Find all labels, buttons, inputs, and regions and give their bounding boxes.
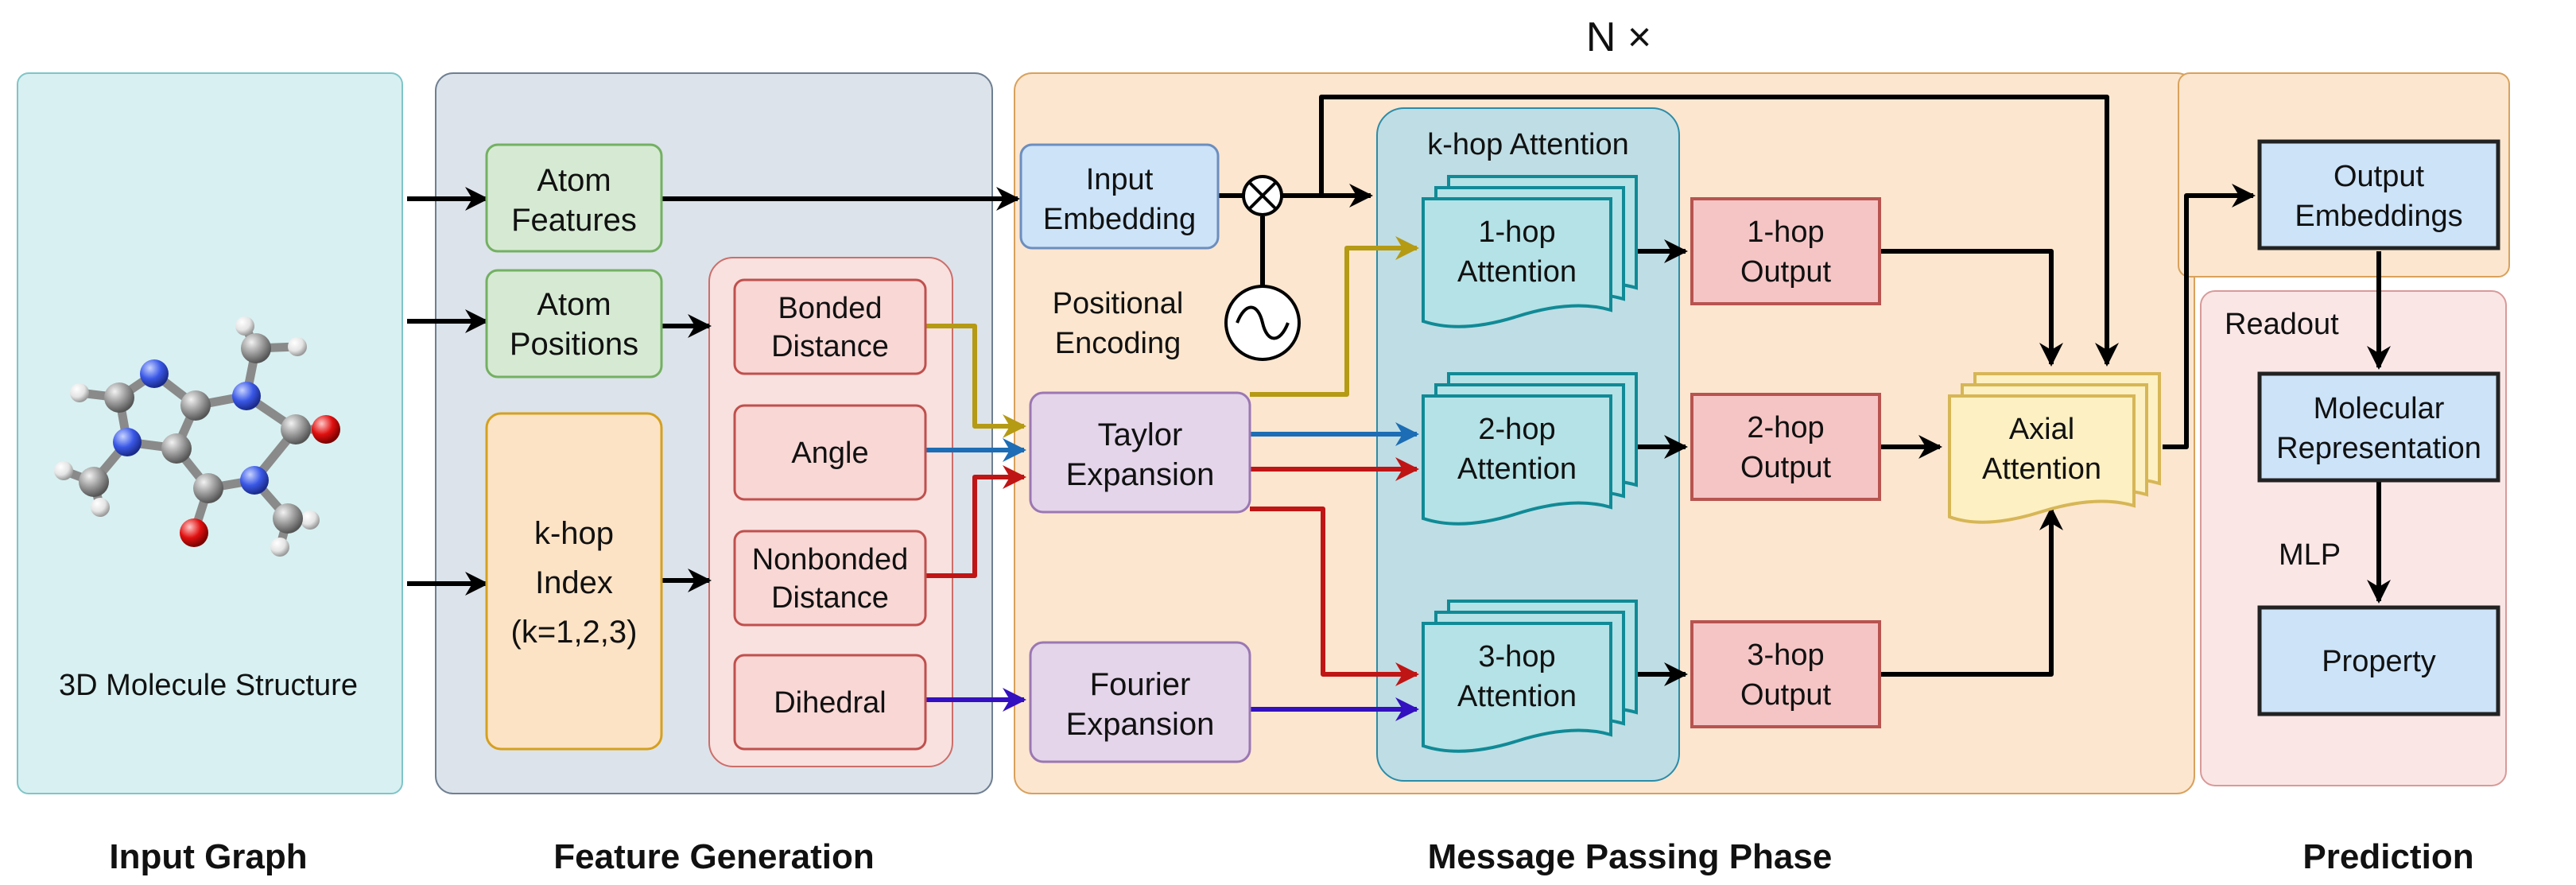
svg-text:1-hop: 1-hop xyxy=(1747,215,1824,249)
positional-encoding-label: Positional Encoding xyxy=(1053,287,1184,360)
svg-text:2-hop: 2-hop xyxy=(1747,411,1824,444)
property-box: Property xyxy=(2257,605,2500,716)
svg-text:1-hop: 1-hop xyxy=(1478,215,1555,249)
atom-positions-box: Atom Positions xyxy=(485,269,663,378)
arrow-axial-to-output-embeddings xyxy=(2163,184,2256,449)
readout-label: Readout xyxy=(2225,308,2339,341)
hop3-attention-box: 3-hop Attention xyxy=(1422,600,1638,753)
svg-text:Nonbonded: Nonbonded xyxy=(752,543,909,576)
svg-text:Expansion: Expansion xyxy=(1066,457,1215,492)
hop2-output-box: 2-hop Output xyxy=(1690,393,1881,501)
angle-box: Angle xyxy=(733,404,927,501)
fourier-expansion-box: Fourier Expansion xyxy=(1029,641,1251,763)
svg-text:Atom: Atom xyxy=(537,163,611,198)
svg-text:Embedding: Embedding xyxy=(1043,203,1196,236)
svg-text:Fourier: Fourier xyxy=(1090,667,1191,702)
svg-text:Features: Features xyxy=(511,203,637,238)
arrow-bonded-to-taylor xyxy=(925,324,1026,438)
svg-text:Molecular: Molecular xyxy=(2314,392,2445,425)
arrow-skip-to-axial xyxy=(1319,95,2119,367)
mlp-label: MLP xyxy=(2279,538,2341,572)
sine-wave-icon xyxy=(1224,285,1301,361)
bonded-distance-box: Bonded Distance xyxy=(733,278,927,375)
svg-text:Attention: Attention xyxy=(1457,680,1577,713)
svg-text:Input: Input xyxy=(1086,163,1154,196)
svg-text:Index: Index xyxy=(535,565,613,600)
svg-text:(k=1,2,3): (k=1,2,3) xyxy=(511,615,638,650)
svg-text:Dihedral: Dihedral xyxy=(774,686,886,720)
connector-arrows xyxy=(407,95,2391,721)
svg-text:Encoding: Encoding xyxy=(1055,327,1181,360)
molecule-image xyxy=(54,316,340,557)
svg-text:Distance: Distance xyxy=(771,330,889,363)
molecular-representation-box: Molecular Representation xyxy=(2257,371,2500,483)
svg-text:Axial: Axial xyxy=(2009,413,2074,446)
repeat-label: N × xyxy=(1586,14,1651,60)
arrow-output1-to-axial xyxy=(1880,249,2063,367)
multiply-operator-icon xyxy=(1242,175,1283,216)
svg-text:Taylor: Taylor xyxy=(1098,417,1183,452)
svg-text:Angle: Angle xyxy=(791,437,868,470)
svg-text:Output: Output xyxy=(2334,160,2425,193)
svg-text:Bonded: Bonded xyxy=(778,292,882,325)
taylor-expansion-box: Taylor Expansion xyxy=(1029,391,1251,514)
axial-attention-box: Axial Attention xyxy=(1948,372,2161,524)
hop3-output-box: 3-hop Output xyxy=(1690,620,1881,728)
khop-index-box: k-hop Index (k=1,2,3) xyxy=(485,412,663,751)
svg-text:Output: Output xyxy=(1740,255,1832,289)
khop-attention-title: k-hop Attention xyxy=(1427,128,1629,161)
molecule-caption: 3D Molecule Structure xyxy=(59,669,358,702)
atom-features-box: Atom Features xyxy=(485,143,663,253)
geometry-group-panel xyxy=(708,257,953,767)
hop1-attention-box: 1-hop Attention xyxy=(1422,175,1638,328)
svg-text:Expansion: Expansion xyxy=(1066,707,1215,742)
svg-text:Output: Output xyxy=(1740,678,1832,712)
section-label-feature-generation: Feature Generation xyxy=(553,837,874,876)
svg-text:2-hop: 2-hop xyxy=(1478,413,1555,446)
section-label-prediction: Prediction xyxy=(2302,837,2473,876)
arrow-taylor-to-hop3 xyxy=(1250,507,1419,686)
svg-text:k-hop: k-hop xyxy=(534,516,614,551)
svg-text:Output: Output xyxy=(1740,451,1832,484)
svg-text:Positional: Positional xyxy=(1053,287,1184,320)
svg-text:Attention: Attention xyxy=(1457,452,1577,486)
svg-text:Distance: Distance xyxy=(771,581,889,615)
svg-text:Representation: Representation xyxy=(2276,432,2481,465)
nonbonded-distance-box: Nonbonded Distance xyxy=(733,530,927,627)
arrow-taylor-to-hop1 xyxy=(1250,236,1419,397)
svg-text:3-hop: 3-hop xyxy=(1747,639,1824,672)
svg-text:3-hop: 3-hop xyxy=(1478,640,1555,673)
input-graph-panel xyxy=(17,72,403,794)
svg-text:Embeddings: Embeddings xyxy=(2295,200,2462,233)
svg-text:Property: Property xyxy=(2322,645,2436,678)
section-label-input-graph: Input Graph xyxy=(109,837,307,876)
svg-text:Atom: Atom xyxy=(537,287,611,322)
svg-text:Attention: Attention xyxy=(1457,255,1577,289)
svg-text:Positions: Positions xyxy=(510,327,638,362)
arrow-nonbonded-to-taylor xyxy=(925,465,1026,578)
output-embeddings-box: Output Embeddings xyxy=(2257,139,2500,250)
hop2-attention-box: 2-hop Attention xyxy=(1422,372,1638,526)
arrow-output3-to-axial xyxy=(1880,507,2063,677)
svg-text:Attention: Attention xyxy=(1982,452,2101,486)
input-embedding-box: Input Embedding xyxy=(1019,143,1220,250)
dihedral-box: Dihedral xyxy=(733,654,927,751)
hop1-output-box: 1-hop Output xyxy=(1690,197,1881,305)
section-label-message-passing: Message Passing Phase xyxy=(1428,837,1833,876)
